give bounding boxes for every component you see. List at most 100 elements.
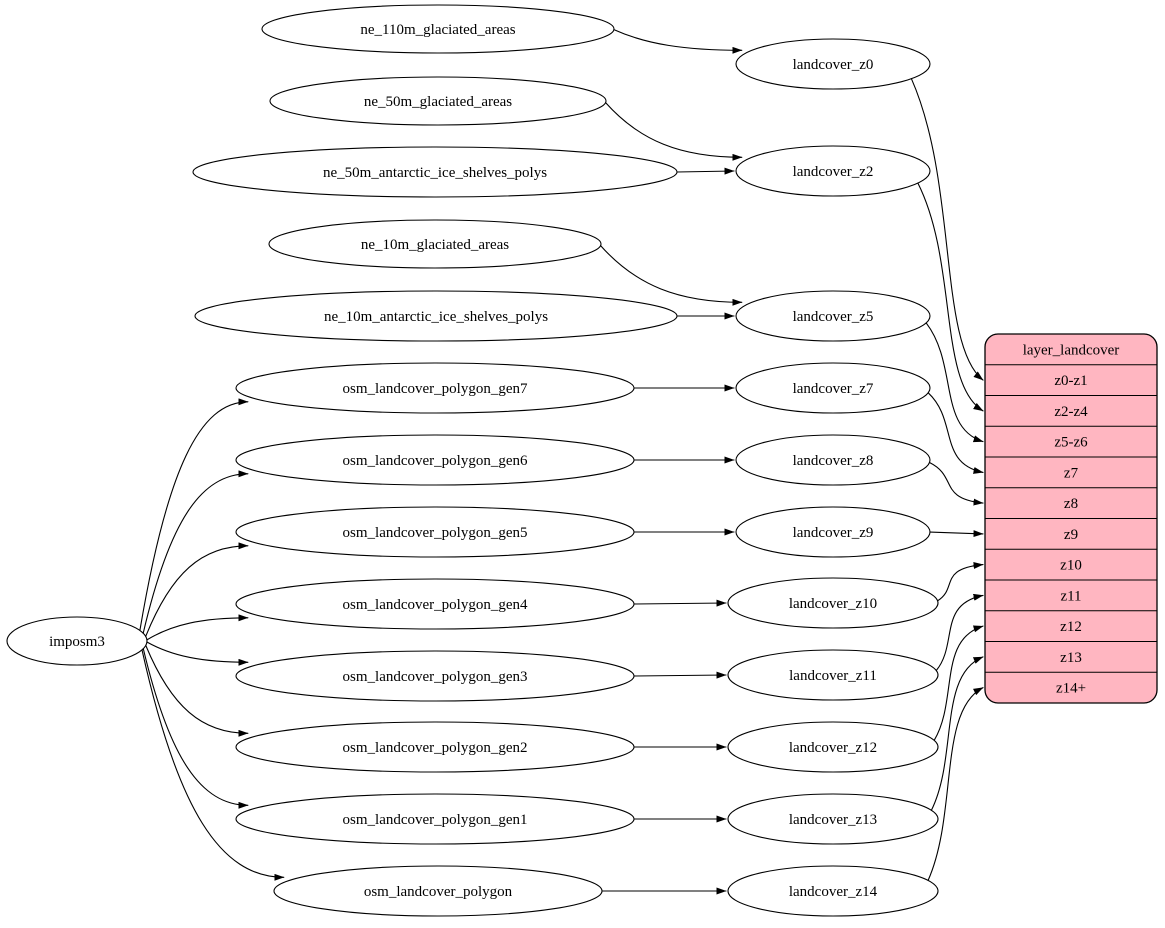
edges-layer	[139, 29, 984, 895]
node-ellipse	[268, 219, 602, 269]
edge-imposm3-to-osm_landcover_polygon_gen6	[142, 470, 249, 634]
node-landcover_z5: landcover_z5	[735, 290, 931, 342]
node-label: landcover_z13	[789, 812, 877, 828]
node-landcover_z11: landcover_z11	[727, 649, 939, 701]
node-landcover_z2: landcover_z2	[735, 145, 931, 197]
node-label: landcover_z5	[793, 309, 874, 325]
node-label: ne_10m_antarctic_ice_shelves_polys	[324, 309, 548, 325]
node-label: landcover_z0	[793, 57, 874, 73]
edge-imposm3-to-osm_landcover_polygon	[141, 649, 285, 881]
node-label: landcover_z2	[793, 164, 874, 180]
record-row-z9: z9	[1064, 527, 1078, 543]
node-label: osm_landcover_polygon_gen5	[343, 525, 528, 541]
edge-landcover_z0-to-z0-z1	[910, 78, 984, 381]
edge-ne_10m_glaciated_areas-to-landcover_z5	[600, 245, 743, 306]
node-label: imposm3	[49, 634, 105, 650]
edge-landcover_z14-to-z14+	[927, 687, 984, 881]
node-ne_10m_glaciated_areas: ne_10m_glaciated_areas	[268, 219, 602, 269]
node-landcover_z13: landcover_z13	[727, 793, 939, 845]
node-label: landcover_z8	[793, 453, 874, 469]
edge-ne_50m_antarctic_ice_shelves_polys-to-landcover_z2	[676, 167, 735, 175]
node-ellipse	[727, 577, 939, 629]
node-ne_10m_antarctic_ice_shelves_polys: ne_10m_antarctic_ice_shelves_polys	[194, 290, 678, 342]
node-osm_landcover_polygon_gen4: osm_landcover_polygon_gen4	[235, 578, 635, 630]
edge-landcover_z7-to-z7	[927, 392, 984, 474]
node-label: osm_landcover_polygon_gen6	[343, 453, 528, 469]
node-landcover_z0: landcover_z0	[735, 38, 931, 90]
record-row-z10: z10	[1060, 558, 1082, 574]
node-osm_landcover_polygon_gen1: osm_landcover_polygon_gen1	[235, 793, 635, 845]
node-ellipse	[735, 145, 931, 197]
node-ellipse	[727, 721, 939, 773]
node-label: ne_10m_glaciated_areas	[361, 237, 509, 253]
node-label: landcover_z14	[789, 884, 878, 900]
node-osm_landcover_polygon_gen2: osm_landcover_polygon_gen2	[235, 721, 635, 773]
node-landcover_z9: landcover_z9	[735, 506, 931, 558]
edge-imposm3-to-osm_landcover_polygon_gen3	[146, 641, 249, 666]
node-ellipse	[727, 649, 939, 701]
record-row-z8: z8	[1064, 496, 1078, 512]
node-label: landcover_z7	[793, 381, 874, 397]
node-label: ne_110m_glaciated_areas	[360, 22, 515, 38]
node-osm_landcover_polygon_gen3: osm_landcover_polygon_gen3	[235, 650, 635, 702]
record-row-z7: z7	[1064, 465, 1079, 481]
node-label: ne_50m_glaciated_areas	[364, 94, 512, 110]
edge-imposm3-to-osm_landcover_polygon_gen5	[145, 542, 249, 637]
node-landcover_z10: landcover_z10	[727, 577, 939, 629]
node-ellipse	[727, 865, 939, 917]
node-label: osm_landcover_polygon_gen2	[343, 740, 528, 756]
node-ne_110m_glaciated_areas: ne_110m_glaciated_areas	[261, 4, 615, 54]
edge-landcover_z8-to-z8	[928, 461, 984, 506]
node-label: osm_landcover_polygon_gen1	[343, 812, 528, 828]
node-ne_50m_glaciated_areas: ne_50m_glaciated_areas	[269, 76, 607, 126]
record-row-z11: z11	[1060, 588, 1081, 604]
node-label: osm_landcover_polygon_gen3	[343, 669, 528, 685]
node-landcover_z7: landcover_z7	[735, 362, 931, 414]
node-osm_landcover_polygon_gen7: osm_landcover_polygon_gen7	[235, 362, 635, 414]
edge-landcover_z9-to-z9	[929, 530, 984, 538]
node-imposm3: imposm3	[6, 616, 148, 666]
node-ellipse	[735, 290, 931, 342]
edge-landcover_z11-to-z11	[935, 593, 984, 672]
record-row-z14+: z14+	[1056, 681, 1086, 697]
node-osm_landcover_polygon_gen5: osm_landcover_polygon_gen5	[235, 506, 635, 558]
edge-imposm3-to-osm_landcover_polygon_gen7	[139, 398, 249, 631]
edge-imposm3-to-osm_landcover_polygon_gen4	[146, 614, 249, 641]
edge-imposm3-to-osm_landcover_polygon_gen2	[145, 644, 249, 737]
edge-osm_landcover_polygon_gen3-to-landcover_z11	[633, 671, 727, 679]
record-row-z12: z12	[1060, 619, 1082, 635]
record-row-z2-z4: z2-z4	[1054, 404, 1088, 420]
record-title: layer_landcover	[1023, 342, 1120, 358]
node-label: landcover_z10	[789, 596, 877, 612]
node-label: osm_landcover_polygon	[364, 884, 513, 900]
node-ellipse	[727, 793, 939, 845]
node-label: landcover_z9	[793, 525, 874, 541]
node-osm_landcover_polygon: osm_landcover_polygon	[273, 865, 603, 917]
node-ellipse	[735, 38, 931, 90]
node-ellipse	[261, 4, 615, 54]
edge-landcover_z2-to-z2-z4	[917, 182, 984, 412]
node-label: osm_landcover_polygon_gen4	[343, 597, 528, 613]
node-landcover_z8: landcover_z8	[735, 434, 931, 486]
node-label: landcover_z11	[789, 668, 877, 684]
node-ellipse	[735, 362, 931, 414]
edge-osm_landcover_polygon_gen4-to-landcover_z10	[633, 599, 727, 607]
edge-ne_50m_glaciated_areas-to-landcover_z2	[605, 102, 743, 161]
record-row-z0-z1: z0-z1	[1054, 373, 1087, 389]
edge-landcover_z10-to-z10	[937, 562, 984, 602]
node-label: osm_landcover_polygon_gen7	[343, 381, 528, 397]
node-ellipse	[6, 616, 148, 666]
node-ne_50m_antarctic_ice_shelves_polys: ne_50m_antarctic_ice_shelves_polys	[192, 146, 678, 198]
node-label: ne_50m_antarctic_ice_shelves_polys	[323, 165, 547, 181]
node-ellipse	[269, 76, 607, 126]
node-osm_landcover_polygon_gen6: osm_landcover_polygon_gen6	[235, 434, 635, 486]
node-landcover_z14: landcover_z14	[727, 865, 939, 917]
record-node-layer_landcover: layer_landcover z0-z1 z2-z4 z5-z6 z7 z8 z9 z10 z…	[984, 333, 1158, 704]
edge-landcover_z5-to-z5-z6	[925, 322, 984, 443]
node-ellipse	[735, 434, 931, 486]
record-row-z13: z13	[1060, 650, 1082, 666]
edge-landcover_z13-to-z13	[930, 656, 984, 811]
record-row-z5-z6: z5-z6	[1054, 435, 1088, 451]
